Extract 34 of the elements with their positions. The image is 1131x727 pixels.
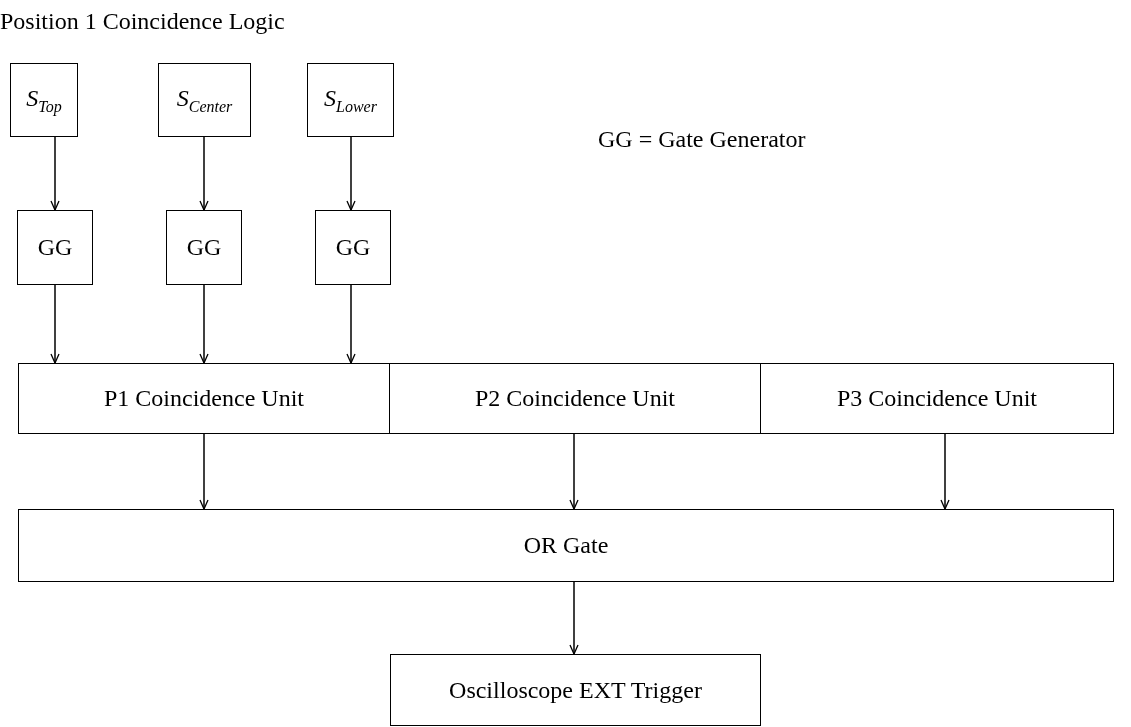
process-box [17, 210, 93, 285]
sensor-box [307, 63, 394, 137]
node-label: S$_{Lower}$ [324, 84, 377, 116]
arrow [50, 136, 60, 211]
process-box [18, 363, 390, 434]
process-box [760, 363, 1114, 434]
process-box [18, 509, 1114, 582]
arrow [346, 284, 356, 364]
node-label: Oscilloscope EXT Trigger [449, 676, 702, 704]
node-label: GG [186, 234, 222, 261]
process-box [315, 210, 391, 285]
arrow [50, 284, 60, 364]
node-label: P3 Coincidence Unit [837, 385, 1037, 412]
arrow [569, 581, 579, 655]
process-box [166, 210, 242, 285]
arrow [569, 433, 579, 510]
legend-note: GG = Gate Generator [598, 126, 806, 153]
arrow [199, 433, 209, 510]
arrow [199, 136, 209, 211]
node-label: S$_{Center}$ [176, 84, 233, 116]
node-label: OR Gate [523, 532, 609, 559]
arrow [940, 433, 950, 510]
sensor-box [10, 63, 78, 137]
diagram-title: Position 1 Coincidence Logic [0, 8, 285, 35]
process-box [389, 363, 761, 434]
node-label: S$_{Top}$ [26, 84, 62, 116]
arrow [199, 284, 209, 364]
node-label: P2 Coincidence Unit [475, 385, 675, 412]
process-box [390, 654, 761, 726]
node-label: GG [37, 234, 73, 261]
node-label: GG [335, 234, 371, 261]
arrow [346, 136, 356, 211]
node-label: P1 Coincidence Unit [104, 385, 304, 412]
sensor-box [158, 63, 251, 137]
